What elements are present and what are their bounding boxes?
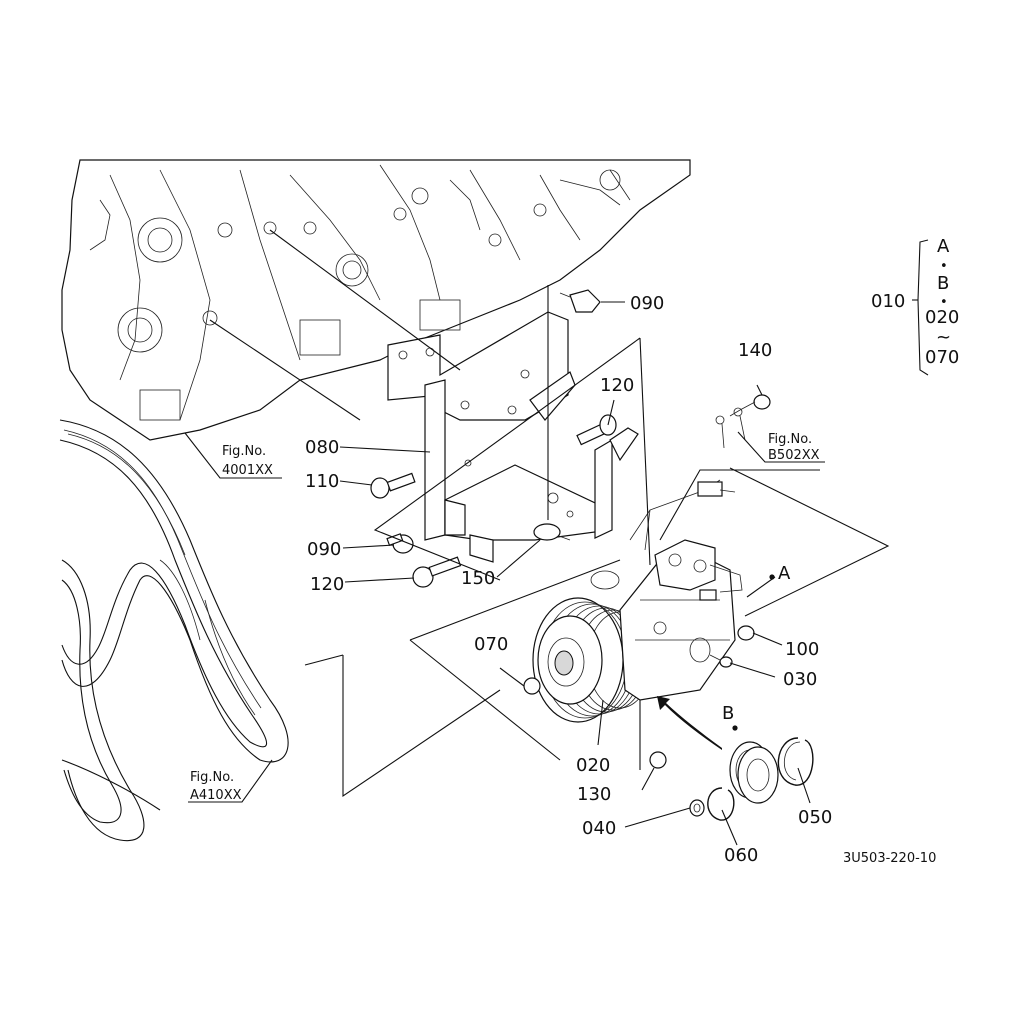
snap-ring-050 bbox=[777, 737, 814, 786]
group-dot-2: • bbox=[940, 295, 948, 310]
callout-140: 140 bbox=[738, 340, 772, 361]
marker-label-b: B bbox=[722, 703, 734, 724]
callout-120-lower: 120 bbox=[310, 574, 344, 595]
marker-dot-a bbox=[769, 574, 775, 580]
callout-090-lower: 090 bbox=[307, 539, 341, 560]
drawing-code: 3U503-220-10 bbox=[843, 851, 936, 866]
plug-100 bbox=[737, 625, 755, 641]
engine-block bbox=[61, 159, 691, 441]
fig-ref-belt-label: Fig.No. bbox=[190, 770, 234, 785]
fig-ref-harness-label: Fig.No. bbox=[768, 432, 812, 447]
group-from: 020 bbox=[925, 307, 959, 328]
nut-140 bbox=[715, 394, 771, 449]
washer-040 bbox=[689, 799, 705, 817]
bolt-120-lower bbox=[412, 556, 462, 588]
ring-060 bbox=[707, 787, 735, 821]
group-to: 070 bbox=[925, 347, 959, 368]
leader-lines bbox=[184, 229, 929, 846]
fig-ref-belt-number: A410XX bbox=[190, 788, 242, 803]
callout-040: 040 bbox=[582, 818, 616, 839]
callout-020: 020 bbox=[576, 755, 610, 776]
group-a: A bbox=[937, 236, 950, 257]
bolt-090-top bbox=[559, 289, 601, 313]
callout-090-top: 090 bbox=[630, 293, 664, 314]
callout-070: 070 bbox=[474, 634, 508, 655]
callout-050: 050 bbox=[798, 807, 832, 828]
callout-080: 080 bbox=[305, 437, 339, 458]
washer-130 bbox=[649, 751, 667, 769]
fig-ref-engine-number: 4001XX bbox=[222, 463, 273, 478]
callout-060: 060 bbox=[724, 845, 758, 866]
fig-ref-harness-number: B502XX bbox=[768, 448, 820, 463]
group-dot-1: • bbox=[940, 259, 948, 274]
bolt-110 bbox=[370, 472, 416, 499]
callout-150: 150 bbox=[461, 568, 495, 589]
bolt-030 bbox=[709, 654, 733, 668]
install-arrow bbox=[657, 696, 722, 750]
callout-120-upper: 120 bbox=[600, 375, 634, 396]
compressor-bracket bbox=[387, 311, 639, 563]
clamp-150 bbox=[533, 523, 571, 541]
drive-belt bbox=[59, 419, 289, 842]
marker-label-a: A bbox=[778, 563, 791, 584]
bearing-b bbox=[729, 741, 779, 804]
group-b: B bbox=[937, 273, 949, 294]
marker-dot-b bbox=[732, 725, 738, 731]
nut-070 bbox=[523, 677, 541, 695]
group-tilde: ~ bbox=[936, 327, 951, 348]
callout-100: 100 bbox=[785, 639, 819, 660]
ac-compressor bbox=[532, 479, 743, 723]
callout-110: 110 bbox=[305, 471, 339, 492]
callout-010: 010 bbox=[871, 291, 905, 312]
callout-130: 130 bbox=[577, 784, 611, 805]
fig-ref-engine-label: Fig.No. bbox=[222, 444, 266, 459]
callout-030: 030 bbox=[783, 669, 817, 690]
